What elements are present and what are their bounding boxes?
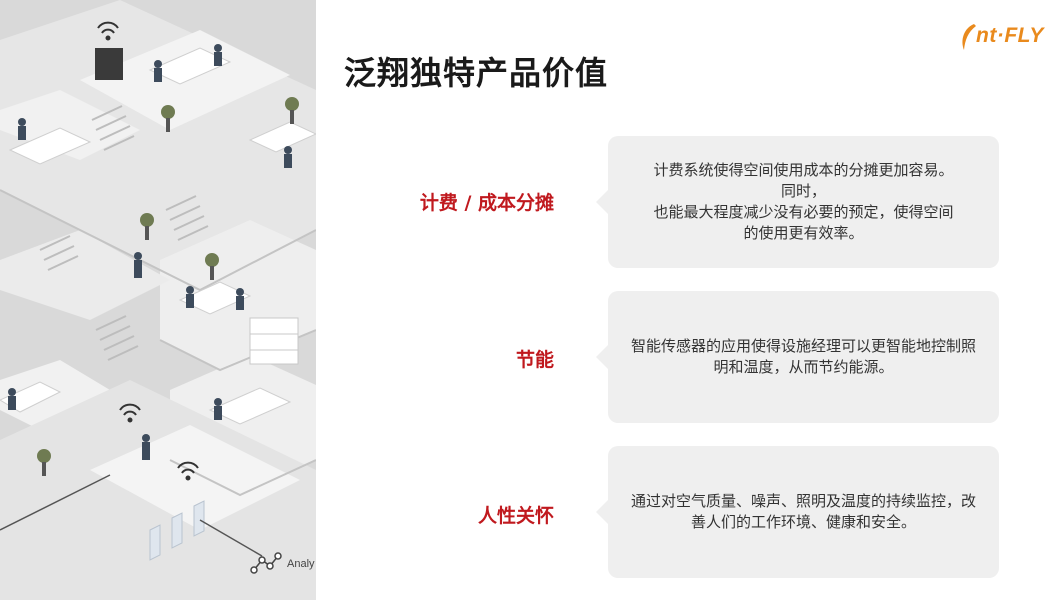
isometric-office-graphic: [0, 0, 316, 600]
value-description-care: 通过对空气质量、噪声、照明及温度的持续监控，改善人们的工作环境、健康和安全。: [630, 492, 976, 531]
analytics-label: Analy: [287, 558, 315, 570]
value-card-billing: 计费系统使得空间使用成本的分摊更加容易。 同时， 也能最大程度减少没有必要的预定…: [596, 136, 999, 268]
logo-text: nt·FLY: [976, 24, 1044, 47]
page-title: 泛翔独特产品价值: [344, 54, 609, 92]
billing-line-3: 也能最大程度减少没有必要的预定，使得空间的使用更有效率。: [653, 203, 954, 242]
value-label-care: 人性关怀: [477, 505, 554, 527]
value-card-care: 通过对空气质量、噪声、照明及温度的持续监控，改善人们的工作环境、健康和安全。: [596, 446, 999, 578]
brand-logo: nt·FLY: [958, 18, 1048, 52]
logo-swoosh-icon: [962, 24, 976, 50]
value-label-energy: 节能: [515, 349, 554, 371]
billing-line-1: 计费系统使得空间使用成本的分摊更加容易。: [653, 161, 954, 179]
value-description-billing: 计费系统使得空间使用成本的分摊更加容易。 同时， 也能最大程度减少没有必要的预定…: [653, 160, 953, 244]
billing-line-2: 同时，: [780, 182, 826, 200]
value-card-energy: 智能传感器的应用使得设施经理可以更智能地控制照明和温度，从而节约能源。: [596, 291, 999, 423]
office-illustration: Analy: [0, 0, 316, 600]
analytics-node-icon: [250, 552, 282, 574]
value-label-billing: 计费 / 成本分摊: [419, 192, 554, 214]
value-description-energy: 智能传感器的应用使得设施经理可以更智能地控制照明和温度，从而节约能源。: [630, 337, 976, 376]
